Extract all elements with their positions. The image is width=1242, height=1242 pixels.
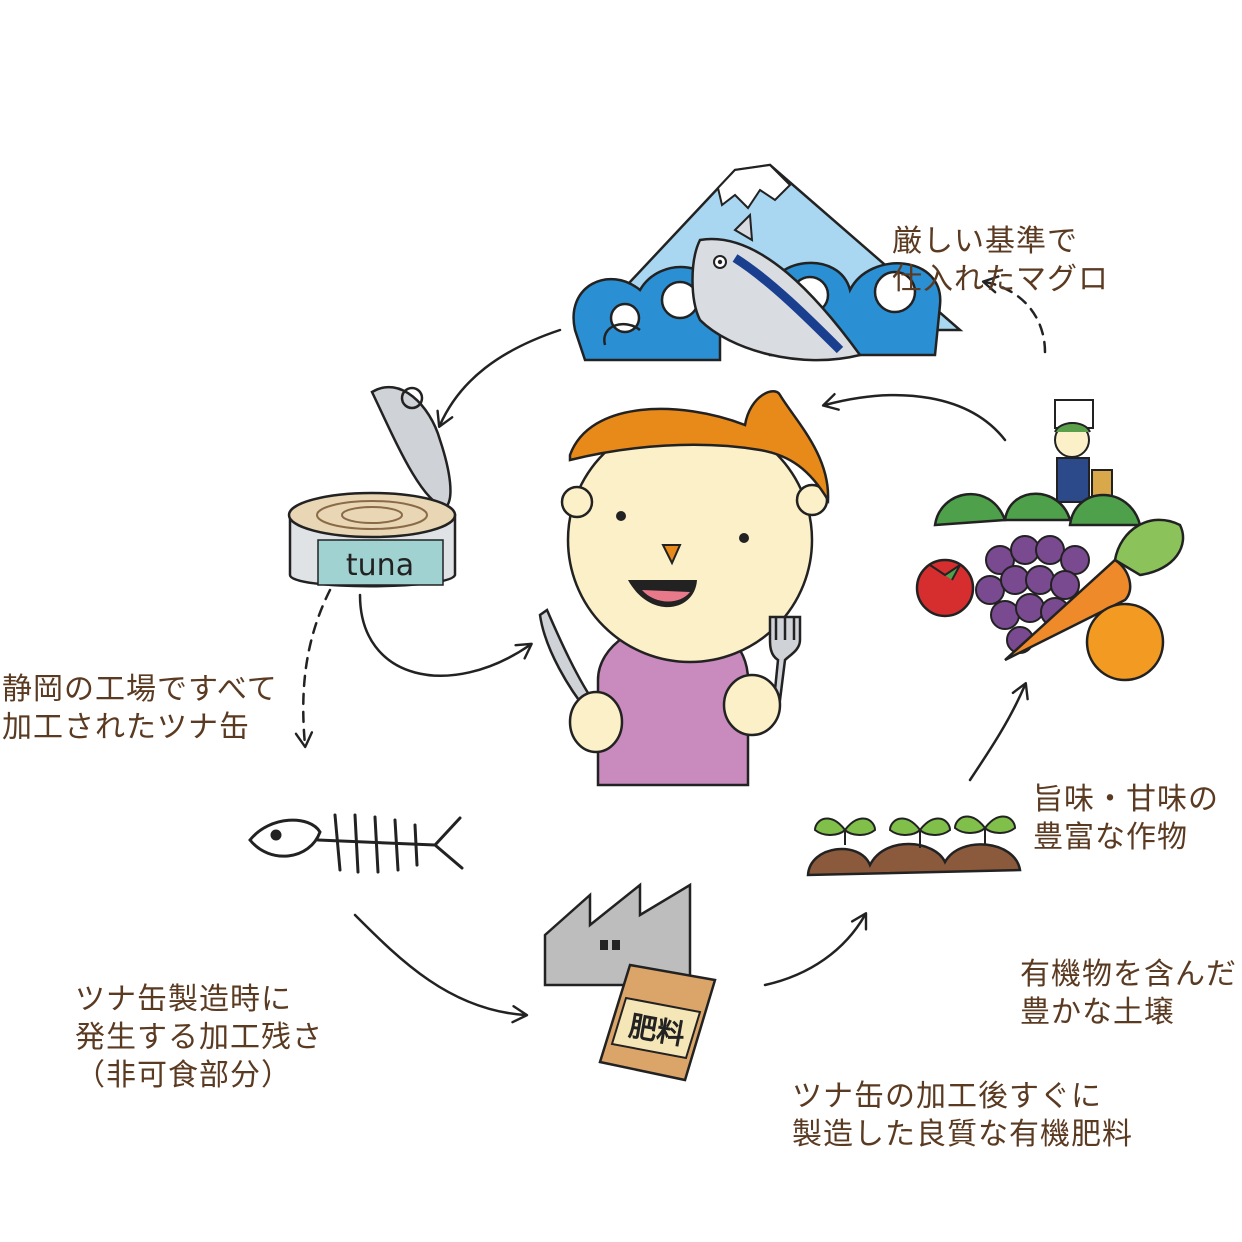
factory-fertilizer-illustration: 肥料 [543, 882, 717, 1082]
child-nose [661, 544, 682, 566]
mountain-waves-tuna-illustration [572, 163, 964, 362]
farmer-crops-illustration [915, 399, 1185, 682]
arrow-soil-to-crops [968, 681, 1029, 782]
mountain-snow [716, 163, 792, 210]
arrow-can-to-child [358, 593, 533, 677]
arrow-crops-to-child [821, 392, 1007, 442]
caption-tuna-fish: 厳しい基準で仕入れたマグロ [892, 224, 1109, 297]
arrow-crops-to-tuna [981, 275, 1047, 354]
child-illustration [538, 390, 830, 787]
child-hair [568, 390, 830, 505]
caption-crops: 旨味・甘味の豊富な作物 [1033, 782, 1219, 855]
arrow-tuna-to-can [436, 328, 562, 429]
can-label-band [317, 539, 444, 586]
arrow-factory-to-soil [763, 912, 868, 987]
can-label-text: tuna [346, 548, 414, 583]
arrow-bones-to-factory [353, 913, 529, 1024]
tuna-can-illustration: tuna [287, 385, 457, 588]
caption-fertilizer: ツナ缶の加工後すぐに製造した良質な有機肥料 [792, 1079, 1133, 1152]
caption-canned-tuna: 静岡の工場ですべて加工されたツナ缶 [2, 672, 278, 745]
fish-bones-illustration [248, 813, 464, 874]
orange-icon [1085, 602, 1165, 682]
caption-scraps: ツナ缶製造時に発生する加工残さ（非可食部分） [75, 982, 323, 1093]
grapes-icon [975, 535, 1090, 654]
leafy-greens [933, 492, 1142, 527]
factory [543, 882, 692, 987]
soil [806, 842, 1022, 877]
sprouts-soil-illustration [806, 815, 1022, 877]
can-lid [370, 385, 452, 510]
caption-soil: 有機物を含んだ豊かな土壌 [1020, 957, 1237, 1030]
cycle-arrows [294, 275, 1047, 1024]
tomato-icon [915, 558, 975, 618]
arrow-can-to-bones [294, 588, 332, 749]
tuna-fish [691, 212, 863, 362]
